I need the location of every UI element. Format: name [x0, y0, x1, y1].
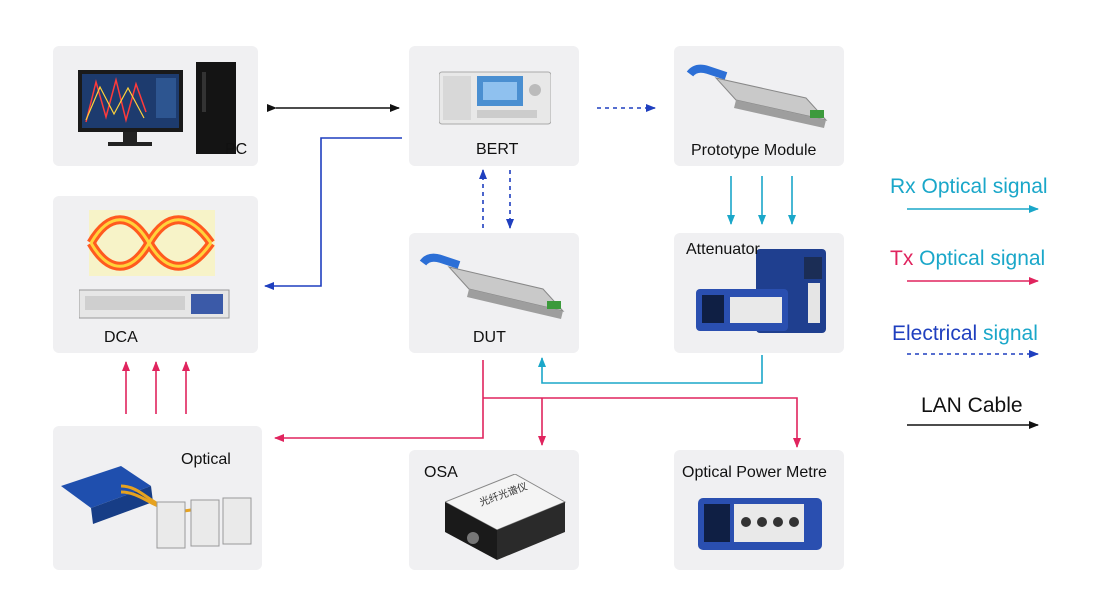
rx-attenuator-dut — [538, 355, 763, 384]
legend-rx-suffix: Optical signal — [915, 175, 1048, 198]
opm-label: Optical Power Metre — [682, 464, 827, 481]
dca-image — [79, 210, 230, 319]
tx-dut-optical — [274, 360, 484, 442]
osa-label: OSA — [424, 464, 458, 481]
bert-label: BERT — [476, 141, 519, 158]
pc-label: PC — [225, 141, 248, 158]
attenuator-node: Attenuator — [674, 233, 844, 353]
dut-image — [419, 253, 565, 319]
pc-node: PC — [53, 46, 258, 166]
tx-dut-opm — [483, 397, 801, 448]
optical-node: Optical — [53, 426, 262, 570]
prototype-label: Prototype Module — [691, 142, 817, 159]
osa-node: 光纤光谱仪 OSA — [409, 450, 579, 570]
prototype-image — [686, 64, 828, 128]
dca-label: DCA — [104, 329, 138, 346]
legend-rx-prefix: Rx — [890, 175, 916, 198]
legend-electrical-suffix: signal — [977, 322, 1038, 345]
bert-image — [439, 71, 551, 125]
dut-node: DUT — [409, 233, 579, 353]
legend-tx: Tx Optical signal — [890, 247, 1045, 271]
legend-lan: LAN Cable — [921, 394, 1023, 418]
bert-node: BERT — [409, 46, 579, 166]
attenuator-label: Attenuator — [686, 241, 760, 258]
legend-lan-prefix: LAN Cable — [921, 394, 1023, 417]
optical-image — [61, 466, 252, 549]
optical-label: Optical — [181, 451, 231, 468]
pc-image — [78, 62, 236, 154]
legend-electrical: Electrical signal — [892, 322, 1038, 346]
electrical-bert-dca — [264, 137, 402, 290]
osa-image: 光纤光谱仪 — [445, 474, 567, 560]
prototype-node: Prototype Module — [674, 46, 844, 166]
legend-tx-suffix: Optical signal — [913, 247, 1046, 270]
dut-label: DUT — [473, 329, 506, 346]
legend-electrical-prefix: Electrical — [892, 322, 978, 345]
legend-rx: Rx Optical signal — [890, 175, 1048, 199]
legend-tx-prefix: Tx — [890, 247, 914, 270]
opm-image — [698, 498, 822, 550]
dca-node: DCA — [53, 196, 258, 353]
attenuator-image — [696, 249, 826, 333]
opm-node: Optical Power Metre — [674, 450, 844, 570]
